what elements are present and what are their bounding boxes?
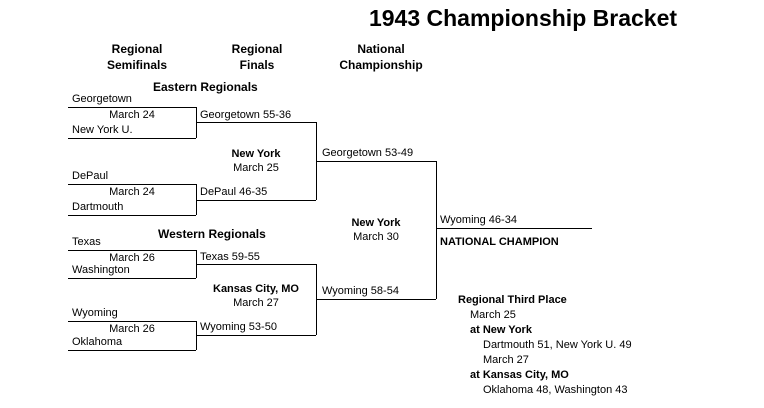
third-place-game1-result: Dartmouth 51, New York U. 49 — [483, 339, 632, 351]
championship-winner: Wyoming 46-34 — [440, 214, 517, 226]
eastern-semifinal2-winner: DePaul 46-35 — [200, 186, 268, 198]
match-date: March 26 — [109, 323, 155, 335]
winner-line — [316, 299, 436, 300]
western-final-winner: Wyoming 58-54 — [322, 285, 399, 297]
team-texas: Texas — [72, 236, 101, 248]
championship-date: March 30 — [353, 231, 399, 243]
column-header-regional-semifinals: Regional Semifinals — [106, 42, 168, 72]
match-date: March 26 — [109, 252, 155, 264]
third-place-game1-site: at New York — [470, 324, 532, 336]
team-washington: Washington — [72, 264, 130, 276]
team-oklahoma: Oklahoma — [72, 336, 123, 348]
match-date: March 24 — [109, 109, 155, 121]
eastern-semifinal1-winner: Georgetown 55-36 — [200, 109, 292, 121]
champion-line — [436, 228, 592, 229]
team-line — [68, 321, 196, 322]
team-line — [68, 278, 196, 279]
team-line — [68, 215, 196, 216]
winner-line — [196, 122, 316, 123]
team-line — [68, 107, 196, 108]
third-place-game1-date: March 25 — [470, 309, 516, 321]
winner-line — [196, 335, 316, 336]
championship-site: New York — [351, 217, 401, 229]
third-place-game2-result: Oklahoma 48, Washington 43 — [483, 384, 628, 396]
team-line — [68, 250, 196, 251]
eastern-final-winner: Georgetown 53-49 — [322, 147, 414, 159]
winner-line — [196, 200, 316, 201]
team-wyoming: Wyoming — [72, 307, 118, 319]
third-place-heading: Regional Third Place — [458, 294, 567, 306]
western-semifinal2-winner: Wyoming 53-50 — [200, 321, 277, 333]
national-champion-label: NATIONAL CHAMPION — [440, 236, 559, 248]
page-title: 1943 Championship Bracket — [368, 5, 678, 31]
winner-line — [196, 264, 316, 265]
match-date: March 24 — [109, 186, 155, 198]
eastern-final-date: March 25 — [233, 162, 279, 174]
team-depaul: DePaul — [72, 170, 109, 182]
team-dartmouth: Dartmouth — [72, 201, 124, 213]
team-line — [68, 184, 196, 185]
third-place-section: Regional Third Place March 25 at New Yor… — [458, 293, 632, 398]
team-georgetown: Georgetown — [72, 93, 132, 105]
connector-line — [196, 184, 197, 215]
western-regionals-label: Western Regionals — [158, 227, 266, 241]
eastern-regionals-label: Eastern Regionals — [153, 80, 258, 94]
western-final-date: March 27 — [233, 297, 279, 309]
column-header-national-championship: National Championship — [339, 42, 423, 72]
third-place-game2-site: at Kansas City, MO — [470, 369, 569, 381]
team-line — [68, 350, 196, 351]
third-place-game2-date: March 27 — [483, 354, 529, 366]
western-semifinal1-winner: Texas 59-55 — [200, 251, 260, 263]
team-line — [68, 138, 196, 139]
team-new-york-u: New York U. — [72, 124, 133, 136]
column-header-regional-finals: Regional Finals — [231, 42, 283, 72]
eastern-final-site: New York — [231, 148, 281, 160]
winner-line — [316, 161, 436, 162]
connector-line — [436, 161, 437, 299]
western-final-site: Kansas City, MO — [213, 283, 299, 295]
